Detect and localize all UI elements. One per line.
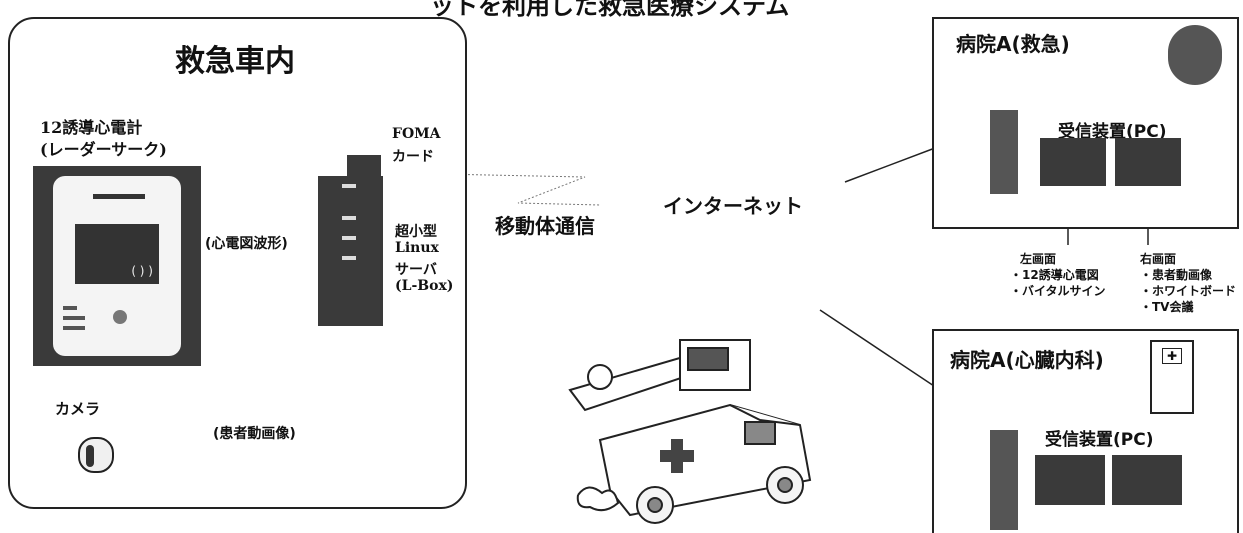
right-screen-title: 右画面	[1140, 252, 1177, 266]
ecg-device: ( ) )	[33, 166, 201, 366]
right-screen-item-2: ・ホワイトボード	[1140, 284, 1237, 298]
right-screen-item-1: ・患者動画像	[1140, 268, 1213, 282]
hospital-emergency-receiver-label: 受信装置(PC)	[1058, 122, 1167, 142]
right-monitor-icon	[1115, 138, 1181, 186]
ecg-device-face: ( ) )	[53, 176, 181, 356]
hospital-building-icon	[1168, 25, 1222, 85]
ecg-sublabel: (レーダーサーク)	[40, 140, 167, 159]
internet-label: インターネット	[663, 194, 803, 218]
hospital-cardiology-title: 病院A(心臓内科)	[950, 348, 1104, 372]
left-screen-item-1: ・12誘導心電図	[1010, 268, 1099, 282]
linux-server-box	[318, 176, 383, 326]
camera-label: カメラ	[55, 400, 101, 418]
foma-label: FOMA	[392, 126, 441, 142]
server-label-2: Linux	[395, 240, 439, 256]
cardiology-left-monitor-icon	[1035, 455, 1105, 505]
mobile-communication-label: 移動体通信	[495, 214, 595, 238]
server-label-1: 超小型	[395, 224, 437, 240]
camera-icon	[78, 437, 114, 473]
ecg-label: 12誘導心電計	[40, 118, 143, 137]
right-screen-item-3: ・TV会議	[1140, 300, 1194, 314]
cardiology-right-monitor-icon	[1112, 455, 1182, 505]
pc-tower-icon	[990, 110, 1018, 194]
ecg-screen: ( ) )	[75, 224, 159, 284]
top-caption: ットを利用した救急医療システム	[430, 0, 790, 20]
ambulance-title: 救急車内	[175, 44, 295, 79]
hospital-emergency-title: 病院A(救急)	[956, 32, 1070, 56]
left-screen-title: 左画面	[1020, 252, 1057, 266]
patient-video-label: (患者動画像)	[213, 426, 296, 442]
server-label-4: (L-Box)	[395, 278, 454, 294]
left-monitor-icon	[1040, 138, 1106, 186]
cardiology-pc-tower-icon	[990, 430, 1018, 530]
foma-card	[347, 155, 381, 177]
ecg-waveform-label: (心電図波形)	[205, 236, 288, 252]
hospital-cardiology-receiver-label: 受信装置(PC)	[1045, 430, 1154, 450]
foma-sublabel: カード	[392, 149, 434, 165]
ecg-knob-icon	[113, 310, 127, 324]
hospital-cross-icon: ✚	[1150, 340, 1194, 414]
left-screen-item-2: ・バイタルサイン	[1010, 284, 1106, 298]
server-label-3: サーバ	[395, 262, 437, 278]
